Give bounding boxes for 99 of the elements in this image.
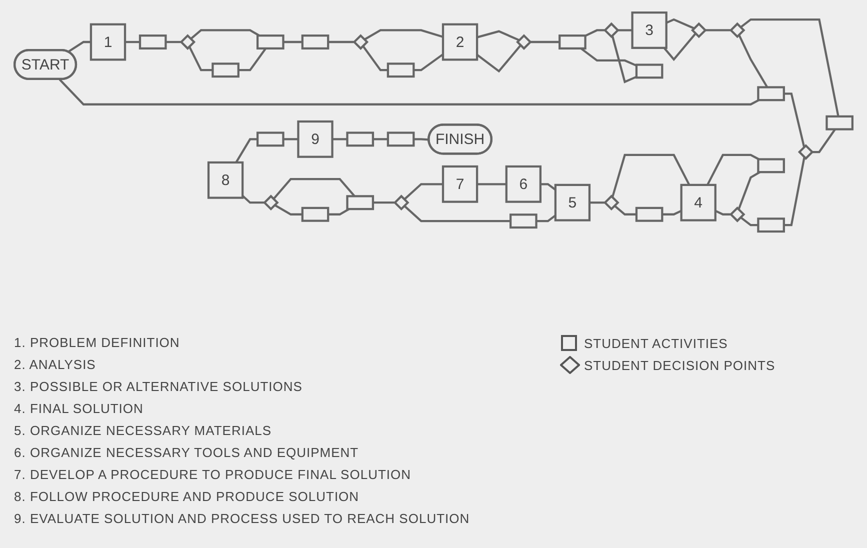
node-diamond: [516, 34, 532, 50]
legend-label: STUDENT DECISION POINTS: [584, 358, 776, 372]
node-diamond: [352, 34, 369, 50]
connector: [738, 34, 768, 88]
node-box: [256, 34, 284, 50]
node-box: [386, 62, 415, 78]
connector: [738, 171, 760, 210]
node-box: [635, 64, 664, 79]
step-description: 5. ORGANIZE NECESSARY MATERIALS: [14, 422, 273, 440]
step-description: 7. DEVELOP A PROCEDURE TO PRODUCE FINAL SOLUTION: [14, 466, 412, 484]
connector: [476, 30, 520, 42]
connector: [617, 29, 632, 32]
step-description: 6. ORGANIZE NECESSARY TOOLS AND EQUIPMENT: [14, 444, 360, 462]
connector: [706, 154, 760, 186]
node-box: [297, 120, 334, 158]
node-box: [631, 12, 668, 49]
connector: [238, 48, 267, 72]
connector: [403, 183, 443, 200]
connector: [272, 178, 356, 200]
connector: [614, 204, 636, 216]
step-description: 3. POSSIBLE OR ALTERNATIVE SOLUTIONS: [14, 378, 304, 396]
connector: [740, 18, 840, 117]
connector: [328, 208, 350, 216]
node-box: [505, 165, 542, 203]
connector: [784, 157, 806, 226]
connector: [740, 216, 758, 226]
connector: [704, 29, 730, 32]
node-box: [554, 184, 591, 222]
node-diamond: [180, 34, 196, 50]
node-box: [442, 23, 478, 61]
connector: [274, 204, 302, 216]
step-description: 8. FOLLOW PROCEDURE AND PRODUCE SOLUTION: [14, 488, 360, 506]
connector: [477, 183, 506, 186]
connector: [414, 138, 430, 141]
node-box: [386, 132, 415, 147]
connector: [190, 29, 260, 40]
step-description: 2. ANALYSIS: [14, 356, 97, 374]
connector: [662, 210, 682, 216]
connector: [58, 78, 760, 106]
node-diamond: [690, 22, 707, 38]
connector: [403, 204, 511, 222]
connector: [188, 46, 213, 72]
connector: [364, 29, 444, 41]
step-description: 4. FINAL SOLUTION: [14, 400, 144, 418]
node-box: [635, 206, 664, 222]
node-box: [207, 161, 244, 199]
node-box: [90, 23, 126, 61]
step-description: 9. EVALUATE SOLUTION AND PROCESS USED TO REACH SOLUTION: [14, 510, 471, 528]
connector: [812, 128, 836, 154]
connector: [414, 53, 444, 72]
connector: [328, 40, 354, 44]
node-diamond: [603, 194, 620, 211]
node-box: [346, 195, 374, 210]
node-diamond: [263, 194, 279, 211]
node-box: [138, 34, 167, 50]
node-box: [757, 218, 785, 233]
connector: [372, 138, 388, 140]
node-box: [346, 132, 374, 147]
connector: [714, 210, 730, 216]
connector: [332, 138, 348, 140]
connector: [536, 214, 556, 222]
connector: [283, 40, 302, 44]
node-box: [301, 34, 330, 50]
node-diamond: [729, 206, 746, 222]
connector: [68, 40, 91, 53]
flowchart: START 1 2 3 8 7 6 5 4 9 FINISH: [6, 4, 861, 240]
node-box: [256, 132, 284, 147]
connector: [362, 45, 388, 72]
connector: [372, 202, 394, 204]
node-box: [757, 86, 785, 102]
connector: [663, 33, 696, 62]
connector: [784, 92, 806, 148]
legend-label: STUDENT ACTIVITIES: [584, 336, 728, 350]
connector: [584, 29, 604, 37]
connector: [283, 138, 298, 140]
node-box: [442, 165, 478, 203]
connector: [530, 40, 560, 44]
node-diamond: [393, 194, 410, 211]
connector: [611, 154, 690, 198]
node-box: [680, 184, 716, 222]
connector: [611, 35, 637, 84]
node-box: [558, 34, 586, 50]
connector: [242, 194, 264, 204]
node-diamond: [798, 144, 814, 160]
node-diamond: [603, 22, 620, 38]
step-description: 1. PROBLEM DEFINITION: [14, 334, 181, 352]
node-diamond: [729, 22, 746, 38]
node-box: [212, 62, 240, 78]
node-box: [510, 214, 538, 229]
connector: [540, 183, 556, 191]
connector: [235, 138, 258, 163]
connector: [666, 18, 694, 30]
connector: [589, 202, 604, 204]
node-box: [301, 206, 330, 222]
connector: [580, 48, 637, 67]
node-box: [826, 115, 854, 130]
node-box: [757, 158, 785, 174]
connector: [166, 40, 181, 44]
connector: [125, 40, 140, 44]
